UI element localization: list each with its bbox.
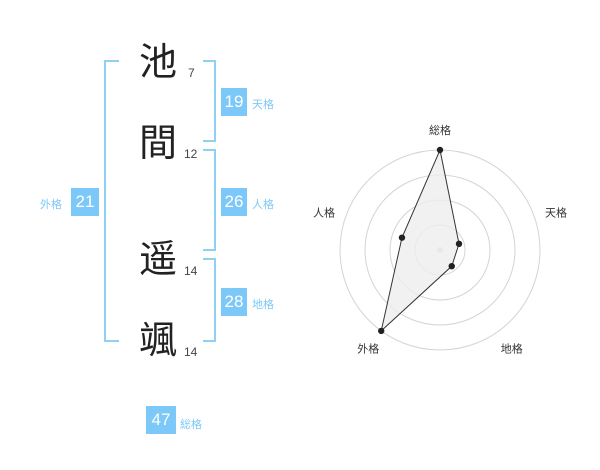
radar-data-area [380, 148, 460, 333]
name-char-3: 遥 [138, 237, 177, 281]
gaikaku-label: 外格 [40, 198, 62, 211]
radar-axis-label-5: 人格 [313, 205, 335, 219]
stroke-count-4: 14 [184, 345, 198, 359]
jinkaku-value-badge: 26 [221, 188, 247, 216]
chikaku-label: 地格 [252, 298, 274, 311]
radar-polygon [380, 148, 460, 333]
name-char-2: 間 [138, 121, 177, 165]
jinkaku-bracket [203, 149, 216, 251]
radar-data-points [378, 146, 463, 335]
radar-axis-label-2: 天格 [545, 205, 567, 219]
stroke-count-1: 7 [188, 66, 195, 80]
radar-axis-label-4: 外格 [357, 342, 379, 356]
gaikaku-bracket [104, 60, 119, 342]
soukaku-value-badge: 47 [146, 406, 176, 434]
chikaku-value-badge: 28 [221, 288, 247, 316]
stroke-count-2: 12 [184, 147, 198, 161]
jinkaku-label: 人格 [252, 198, 274, 211]
tenkaku-value-badge: 19 [221, 88, 247, 116]
radar-point-3 [448, 262, 455, 270]
tenkaku-bracket [203, 60, 216, 142]
gaikaku-value-badge: 21 [71, 188, 99, 216]
radar-axis-label-3: 地格 [501, 342, 523, 356]
name-char-1: 池 [138, 40, 177, 84]
chikaku-bracket [203, 258, 216, 342]
soukaku-label: 総格 [180, 418, 202, 431]
radar-point-1 [436, 146, 444, 154]
radar-point-2 [455, 240, 463, 248]
radar-point-4 [378, 327, 385, 335]
radar-point-5 [398, 234, 406, 241]
tenkaku-label: 天格 [252, 98, 274, 111]
stroke-count-3: 14 [184, 264, 198, 278]
radar-axis-label-1: 総格 [429, 123, 451, 137]
name-char-4: 颯 [138, 318, 177, 362]
